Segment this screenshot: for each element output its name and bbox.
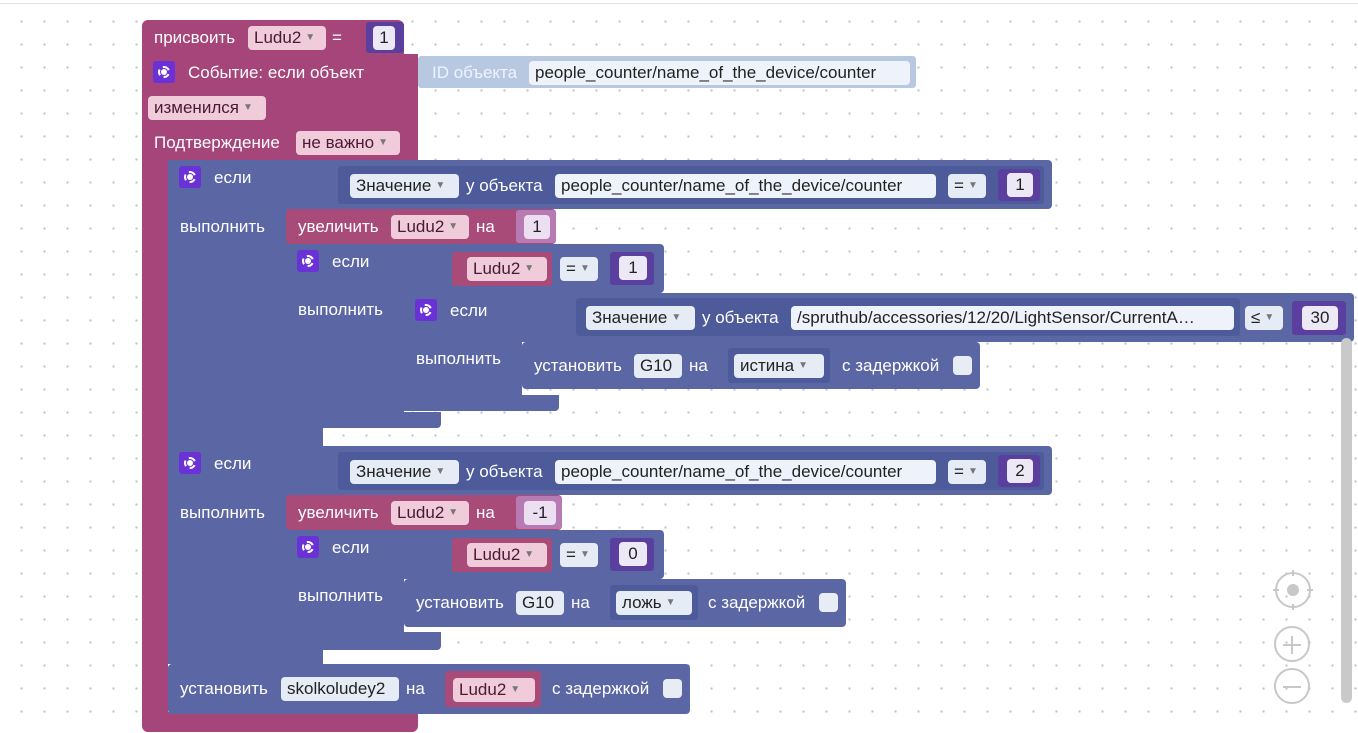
if2-set-to: на [571,593,590,612]
gear-icon[interactable] [179,166,201,188]
final-set-target[interactable]: skolkoludey2 [281,677,399,701]
if1-set-value-dropdown[interactable]: истина▼ [734,354,824,378]
if2-operator-dropdown[interactable]: =▼ [948,460,986,484]
if1-delay-checkbox[interactable] [953,356,972,375]
if1-increment-value[interactable]: 1 [524,215,550,239]
if2-set-value-dropdown[interactable]: ложь▼ [616,591,692,615]
if2-do-label: выполнить [180,503,265,522]
if2-delay-checkbox[interactable] [819,593,838,612]
if1-of-object: у объекта [466,176,543,195]
if1-inner-if2-value-dropdown[interactable]: Значение▼ [586,306,695,330]
gear-icon[interactable] [297,250,319,272]
if1-increment-var-dropdown[interactable]: Ludu2▼ [391,215,469,239]
if1-compare-value[interactable]: 1 [1007,173,1033,197]
if2-inner-if-footer [286,632,441,650]
change-dropdown[interactable]: изменился▼ [148,96,266,120]
if1-set-target[interactable]: G10 [634,354,682,378]
gear-icon[interactable] [297,536,319,558]
gear-icon[interactable] [179,452,201,474]
confirm-dropdown[interactable]: не важно▼ [296,131,400,155]
if1-object-id-field[interactable]: people_counter/name_of_the_device/counte… [555,174,936,198]
gear-icon[interactable] [153,61,175,83]
if1-set-delay-label: с задержкой [842,356,940,375]
if1-inner-do-label: выполнить [298,300,383,319]
assign-value[interactable]: 1 [373,26,395,50]
if1-value-dropdown[interactable]: Значение▼ [350,174,459,198]
zoom-out-icon[interactable] [1274,668,1310,704]
final-delay-checkbox[interactable] [663,679,682,698]
if1-inner-if2-compare-value[interactable]: 30 [1302,306,1338,330]
if1-inner-if-label: если [332,252,370,271]
assign-label: присвоить [154,28,236,47]
if1-inner-if-footer [286,412,441,428]
if2-increment-by: на [476,503,495,522]
if2-object-id-field[interactable]: people_counter/name_of_the_device/counte… [555,460,936,484]
trigger-footer [142,712,418,732]
if1-inner-var-dropdown[interactable]: Ludu2▼ [467,257,547,281]
object-id-label: ID объекта [432,63,518,82]
if1-inner-if2-operator-dropdown[interactable]: ≤▼ [1245,306,1283,330]
final-set-block[interactable] [168,664,690,714]
if1-increment-label: увеличить [298,217,379,236]
assign-eq: = [332,28,342,47]
if1-increment-by: на [476,217,495,236]
if2-inner-compare-value[interactable]: 0 [619,542,647,566]
if2-increment-value[interactable]: -1 [524,501,556,525]
if1-operator-dropdown[interactable]: =▼ [948,174,986,198]
vertical-scrollbar[interactable] [1341,338,1352,703]
assign-variable-dropdown[interactable]: Ludu2▼ [248,26,326,50]
trigger-label: Событие: если объект [188,63,365,82]
if2-set-target[interactable]: G10 [516,591,564,615]
if2-inner-do-label: выполнить [298,586,383,605]
if2-inner-if-label: если [332,538,370,557]
zoom-in-icon[interactable] [1274,626,1310,662]
if2-increment-var-dropdown[interactable]: Ludu2▼ [391,501,469,525]
if1-if-label: если [214,168,252,187]
confirm-label: Подтверждение [154,133,280,152]
final-set-to: на [406,679,425,698]
if1-set-to: на [689,356,708,375]
trigger-object-id-field[interactable]: people_counter/name_of_the_device/counte… [529,61,910,85]
if1-do-label: выполнить [180,217,265,236]
if1-inner-if2-object-id-field[interactable]: /spruthub/accessories/12/20/LightSensor/… [791,306,1234,330]
final-set-label: установить [180,679,268,698]
if2-inner-var-dropdown[interactable]: Ludu2▼ [467,543,547,567]
if2-set-delay-label: с задержкой [708,593,806,612]
if2-set-label: установить [416,593,504,612]
gear-icon[interactable] [415,299,437,321]
top-divider [0,3,1358,4]
if2-inner-operator-dropdown[interactable]: =▼ [560,543,598,567]
if2-compare-value[interactable]: 2 [1007,459,1033,483]
if2-if-label: если [214,454,252,473]
if1-inner-if2-of-object: у объекта [702,308,779,327]
if1-inner-if2-footer [404,395,559,411]
if1-set-label: установить [534,356,622,375]
final-set-var-dropdown[interactable]: Ludu2▼ [453,678,535,702]
if1-inner-if2-do-label: выполнить [416,349,501,368]
if1-inner-operator-dropdown[interactable]: =▼ [560,257,598,281]
if2-increment-label: увеличить [298,503,379,522]
final-set-delay-label: с задержкой [552,679,650,698]
if1-inner-if2-label: если [450,301,488,320]
trigger-spine [142,160,168,720]
if1-inner-compare-value[interactable]: 1 [619,256,647,280]
recenter-icon[interactable] [1273,570,1313,610]
if2-value-dropdown[interactable]: Значение▼ [350,460,459,484]
if2-of-object: у объекта [466,462,543,481]
